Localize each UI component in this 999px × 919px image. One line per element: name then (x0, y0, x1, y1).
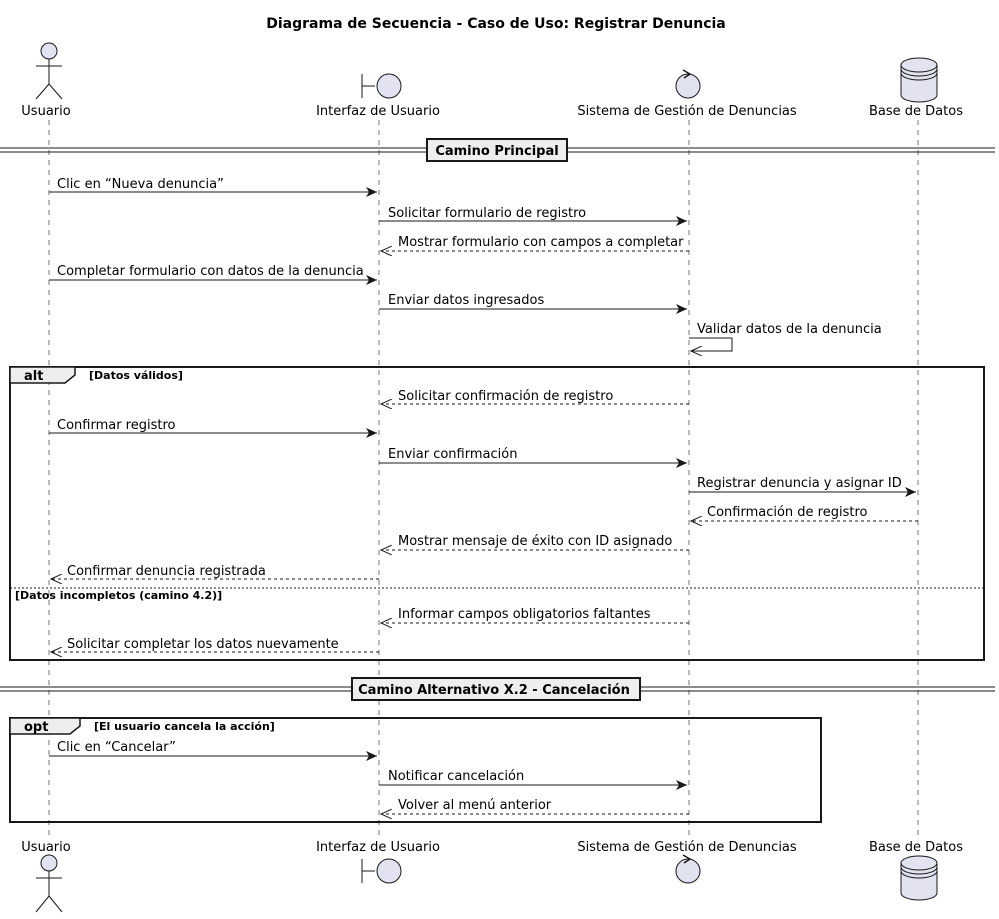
participant-usuario-top: Usuario (21, 42, 71, 119)
message-label: Solicitar completar los datos nuevamente (67, 637, 339, 652)
message-label: Volver al menú anterior (398, 798, 552, 813)
message-label: Mostrar mensaje de éxito con ID asignado (398, 534, 672, 549)
message: Registrar denuncia y asignar ID (689, 476, 916, 497)
message-label: Informar campos obligatorios faltantes (398, 607, 651, 622)
participant-label: Base de Datos (869, 840, 963, 855)
message: Solicitar completar los datos nuevamente (51, 637, 379, 652)
message-label: Enviar datos ingresados (388, 293, 544, 308)
separator-label: Camino Alternativo X.2 - Cancelación (358, 683, 630, 698)
participant-label: Usuario (21, 840, 70, 855)
participant-label: Sistema de Gestión de Denuncias (577, 840, 797, 855)
message: Volver al menú anterior (381, 798, 689, 814)
database-icon (900, 855, 938, 901)
fragment-guard: [Datos válidos] (89, 369, 183, 382)
message: Mostrar mensaje de éxito con ID asignado (381, 534, 689, 550)
message-label: Validar datos de la denuncia (697, 322, 882, 337)
message: Confirmar denuncia registrada (51, 564, 379, 579)
participant-bd-bottom: Base de Datos (869, 840, 963, 901)
message: Notificar cancelación (379, 769, 687, 790)
message: Clic en “Nueva denuncia” (49, 177, 377, 197)
message-self: Validar datos de la denuncia (689, 322, 882, 351)
message-label: Completar formulario con datos de la den… (57, 264, 364, 279)
message-label: Solicitar formulario de registro (388, 206, 586, 221)
message-label: Clic en “Nueva denuncia” (57, 177, 224, 192)
message: Enviar confirmación (379, 447, 687, 468)
separator-camino-alternativo: Camino Alternativo X.2 - Cancelación (0, 677, 995, 701)
message-label: Confirmar denuncia registrada (67, 564, 266, 579)
diagram-title: Diagrama de Secuencia - Caso de Uso: Reg… (266, 16, 726, 32)
participant-sistema-bottom: Sistema de Gestión de Denuncias (577, 840, 797, 884)
message: Enviar datos ingresados (379, 293, 687, 314)
message: Solicitar formulario de registro (379, 206, 687, 226)
message-label: Confirmación de registro (707, 505, 868, 520)
participant-interfaz-top: Interfaz de Usuario (316, 73, 440, 119)
message-label: Registrar denuncia y asignar ID (697, 476, 902, 491)
participant-bd-top: Base de Datos (869, 57, 963, 119)
message: Solicitar confirmación de registro (381, 389, 689, 404)
fragment-keyword: alt (24, 369, 43, 384)
fragment-keyword: opt (24, 720, 48, 735)
separator-label: Camino Principal (435, 144, 558, 159)
fragment-opt: opt [El usuario cancela la acción] (9, 717, 822, 823)
message: Mostrar formulario con campos a completa… (381, 235, 689, 251)
message: Completar formulario con datos de la den… (49, 264, 377, 285)
boundary-icon (361, 858, 402, 884)
participant-label: Sistema de Gestión de Denuncias (577, 104, 797, 119)
message: Confirmación de registro (691, 505, 918, 521)
message-label: Solicitar confirmación de registro (398, 389, 613, 404)
fragment-else-guard: [Datos incompletos (camino 4.2)] (15, 589, 222, 602)
message: Clic en “Cancelar” (49, 740, 377, 761)
message-label: Notificar cancelación (388, 769, 524, 784)
message: Confirmar registro (49, 418, 377, 438)
message-label: Clic en “Cancelar” (57, 740, 176, 755)
actor-icon (35, 854, 63, 913)
message: Informar campos obligatorios faltantes (381, 607, 689, 623)
actor-icon (35, 42, 63, 100)
participant-interfaz-bottom: Interfaz de Usuario (316, 840, 440, 884)
participant-label: Interfaz de Usuario (316, 840, 440, 855)
message-label: Confirmar registro (57, 418, 176, 433)
database-icon (900, 57, 938, 103)
fragment-guard: [El usuario cancela la acción] (94, 720, 275, 733)
participant-label: Interfaz de Usuario (316, 104, 440, 119)
participant-label: Usuario (21, 104, 70, 119)
control-icon (675, 854, 701, 884)
fragment-alt: alt [Datos válidos] [Datos incompletos (… (9, 366, 985, 661)
control-icon (675, 69, 701, 99)
participant-sistema-top: Sistema de Gestión de Denuncias (577, 69, 797, 119)
participant-usuario-bottom: Usuario (21, 840, 71, 913)
message-label: Enviar confirmación (388, 447, 517, 462)
message-label: Mostrar formulario con campos a completa… (398, 235, 684, 250)
separator-camino-principal: Camino Principal (0, 138, 995, 162)
participant-label: Base de Datos (869, 104, 963, 119)
boundary-icon (361, 73, 402, 99)
